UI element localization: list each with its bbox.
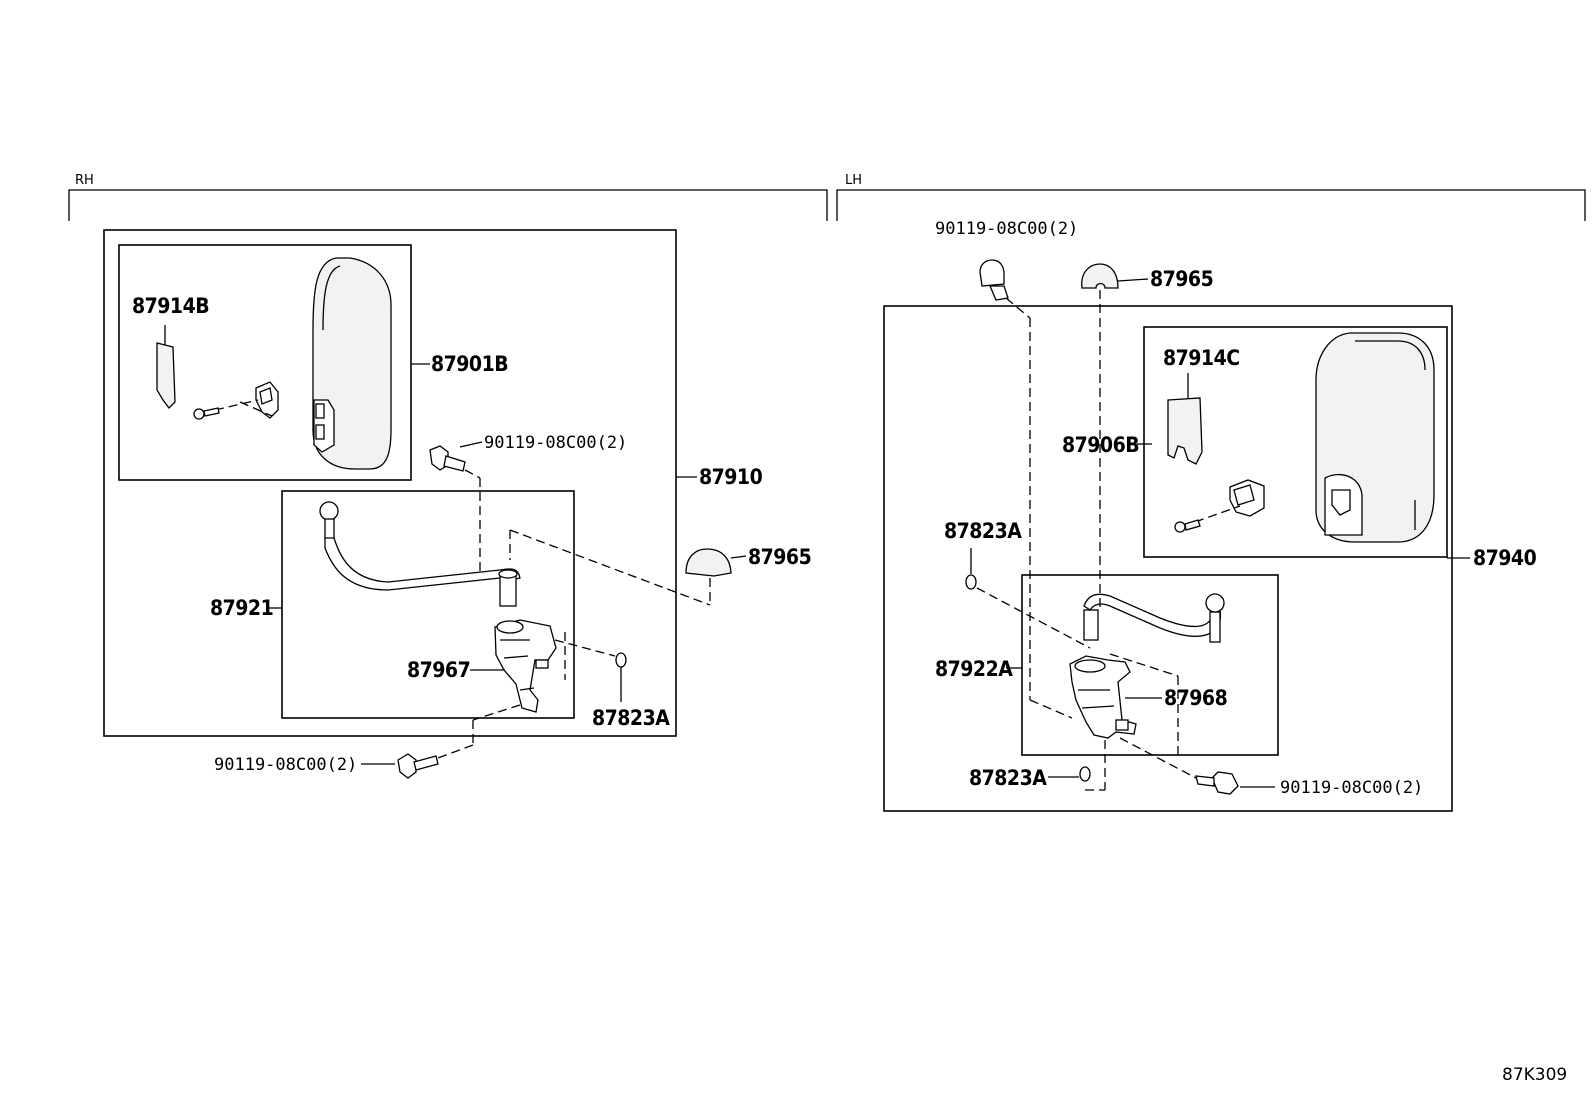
rh-callout-87901B: 87901B [431,352,508,376]
lh-clip [1194,479,1265,523]
rh-callout-87967: 87967 [407,658,470,682]
lh-callout-87940: 87940 [1473,546,1537,570]
rh-mirror-head [312,257,392,470]
rh-callout-87965: 87965 [748,545,811,569]
lh-section-label: LH [845,173,862,188]
rh-washer [615,652,627,668]
lh-washer-upper [965,574,977,590]
rh-cover-87914B [156,325,176,409]
lh-mirror-head [1315,332,1435,543]
rh-bracket-87967 [494,619,557,713]
lh-leader-lines [970,278,1470,788]
lh-callout-90119-upper: 90119-08C00(2) [935,219,1078,239]
lh-callout-87823A-lower: 87823A [969,766,1047,790]
rh-mirror-sub-box [118,244,412,481]
rh-bolt-upper [429,445,481,575]
lh-callout-87968: 87968 [1164,686,1227,710]
rh-leader-lines [268,363,747,765]
lh-cap-87965 [1081,263,1119,289]
rh-stay-sub-box [281,490,575,719]
lh-bolt-upper [979,259,1009,301]
rh-callout-87910: 87910 [699,465,763,489]
rh-callout-87823A: 87823A [592,706,670,730]
diagram-code: 87K309 [1502,1065,1567,1085]
rh-stay-arm [319,501,521,607]
lh-callout-87823A-upper: 87823A [944,519,1022,543]
rh-section-label: RH [75,173,94,188]
lh-dashed-connectors [976,290,1197,791]
rh-callout-87914B: 87914B [132,294,209,318]
rh-screw-small [193,407,220,420]
lh-cover-87914C [1167,373,1203,465]
lh-callout-90119-lower: 90119-08C00(2) [1280,778,1423,798]
lh-mirror-sub-box [1143,326,1448,558]
lh-screw-small [1174,519,1201,533]
lh-callout-87965: 87965 [1150,267,1213,291]
lh-callout-87914C: 87914C [1163,346,1240,370]
rh-mirror-assembly-box [103,229,677,737]
lh-stay-arm [1083,593,1225,643]
rh-callout-90119-upper: 90119-08C00(2) [484,433,627,453]
rh-clip [214,381,279,419]
rh-dashed-connectors [437,529,711,759]
lh-callout-87922A: 87922A [935,657,1013,681]
rh-section-bracket: RH [68,173,828,221]
rh-cap-87965 [685,548,732,577]
lh-bracket-87968 [1069,655,1137,739]
lh-stay-sub-box [1021,574,1279,756]
lh-washer-lower [1079,766,1091,782]
rh-bolt-lower [397,753,439,779]
rh-callout-87921: 87921 [210,596,273,620]
rh-callout-90119-lower: 90119-08C00(2) [214,755,357,775]
lh-bolt-lower [1195,771,1239,795]
lh-callout-87906B: 87906B [1062,433,1139,457]
lh-section-bracket: LH [836,173,1586,221]
